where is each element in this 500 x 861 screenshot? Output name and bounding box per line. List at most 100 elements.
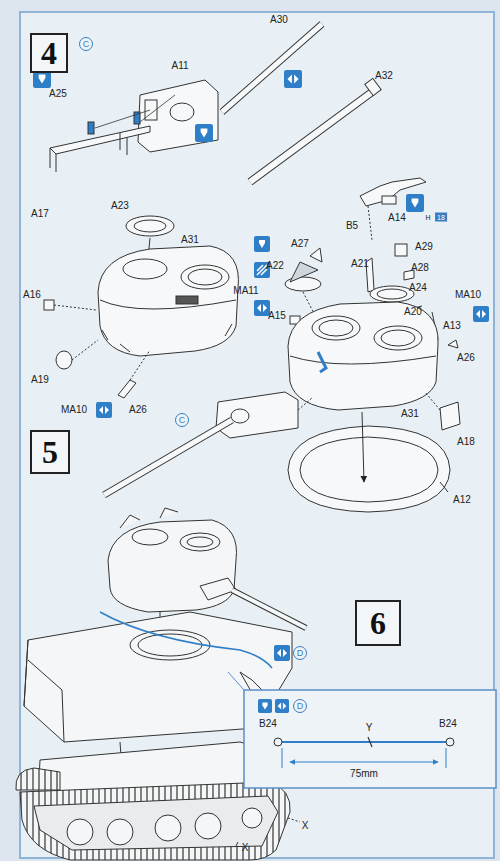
glue-paint-icons [406,194,424,212]
step6-assembly [228,672,244,690]
glue-paint-icons [275,699,289,713]
step6-assembly [180,533,220,551]
part-number: MA10 [61,405,87,415]
part-number: A20 [404,307,422,317]
step4-parts [104,420,232,495]
step4-parts [95,110,150,128]
part-number: 75mm [349,769,379,779]
step4-parts [44,24,460,512]
step6-assembly [244,690,496,788]
step6-assembly [24,640,64,742]
glue-paint-icons [33,70,489,713]
step4-parts [440,402,460,430]
step4-parts [310,248,322,262]
step6-assembly [274,738,282,746]
part-number: A28 [411,263,429,273]
step6-assembly [282,748,283,768]
part-number: A11 [171,61,188,71]
part-number: A17 [31,209,49,219]
glue-paint-icons [274,645,290,661]
step4-parts [50,126,150,154]
part-number: A12 [453,495,471,505]
part-number: A31 [181,235,199,245]
step6-assembly [155,815,181,841]
part-number: MA10 [455,290,481,300]
part-number: X [302,821,309,831]
part-number: A27 [291,239,309,249]
part-number: A13 [443,321,461,331]
step6-assembly [107,819,133,845]
part-number: A15 [268,311,286,321]
step4-parts [50,133,127,172]
step4-parts [44,300,54,310]
step6-assembly [187,537,213,547]
step4-parts [170,103,194,121]
step4-parts [140,95,175,122]
step6-assembly [446,738,454,746]
step4-parts [382,196,396,204]
step4-parts [319,320,353,336]
step4-parts [102,324,232,352]
step4-parts [300,437,438,502]
step4-parts [374,326,422,350]
part-number: B24 [439,719,457,729]
step-number: 6 [370,607,386,639]
step4-parts [222,24,322,112]
step6-assembly [446,748,447,768]
section-letter: C [79,37,93,51]
step4-parts [176,296,198,304]
step6-assembly [100,612,272,668]
step6-assembly [200,578,236,600]
step-number: 5 [42,436,58,468]
step4-parts [440,482,448,492]
step4-parts [362,412,364,482]
step4-parts [134,220,166,232]
step4-parts [126,216,174,236]
part-number: A26 [129,405,147,415]
step4-parts [130,350,150,380]
step6-assembly [34,796,278,850]
part-number: A25 [49,89,67,99]
part-number: A32 [375,71,393,81]
step4-parts [56,351,72,369]
step6-assembly [67,819,93,845]
step-number-box: 4 [30,33,68,73]
glue-paint-icons [284,70,302,88]
step4-parts [288,302,438,410]
section-letter: C [175,413,189,427]
step4-parts [381,330,415,346]
part-number: H [425,214,430,221]
step4-parts [370,286,414,302]
step4-parts [298,398,312,410]
step4-parts [250,92,372,182]
step6-assembly [288,818,300,822]
step4-parts [250,92,372,182]
step4-parts [123,259,167,279]
part-number: MA11 [233,286,258,296]
glue-paint-icons [254,236,270,252]
step4-parts [395,244,407,256]
part-number: X [242,843,249,853]
step4-parts [288,426,450,512]
part-number: A31 [401,409,419,419]
part-number: A19 [31,375,49,385]
section-letter: D [293,646,307,660]
step6-assembly [132,529,168,545]
step4-parts [104,420,232,495]
step6-assembly [290,762,438,763]
step4-parts [216,392,298,438]
glue-paint-icons [473,306,489,322]
part-number: A21 [351,259,369,269]
part-number: 18 [435,213,447,222]
step6-assembly [368,737,372,747]
step6-assembly [20,782,290,860]
step4-parts [88,122,94,134]
step-number-box: 5 [30,430,70,474]
step4-parts [118,380,136,398]
step4-parts [188,269,222,285]
step6-assembly [195,813,221,839]
part-number: A26 [457,353,475,363]
step6-assembly [282,741,446,743]
step4-parts [312,316,360,340]
part-number: A18 [457,437,475,447]
